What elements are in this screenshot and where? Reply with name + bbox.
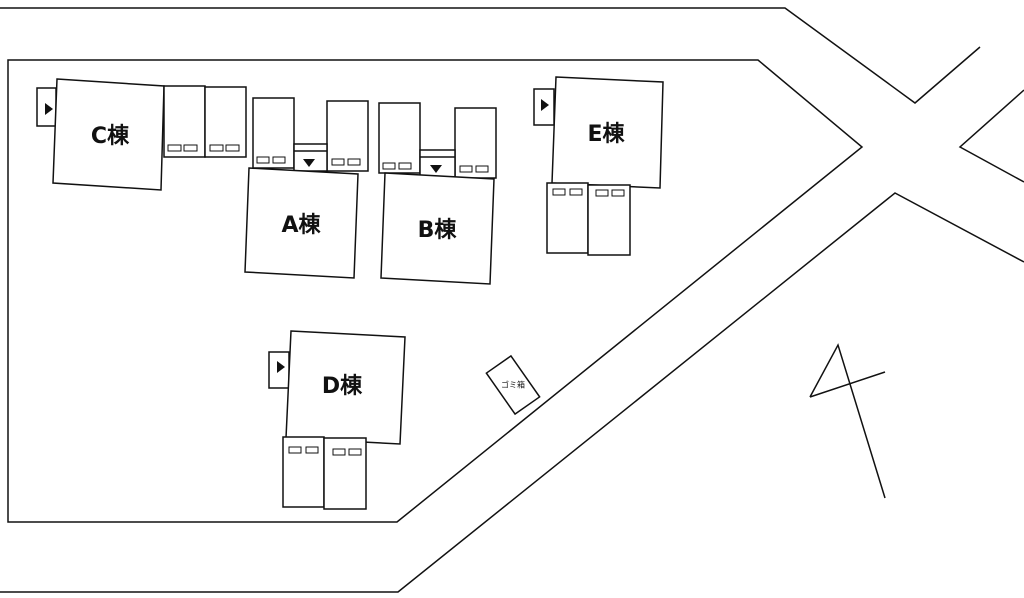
window [382, 162, 396, 170]
window [167, 144, 182, 152]
building-d-label: D棟 [322, 373, 363, 399]
window [256, 156, 270, 164]
window [611, 189, 625, 197]
window [552, 188, 566, 196]
building-b-body [380, 172, 495, 285]
play-arrow-icon [45, 103, 53, 115]
building-a-body [244, 167, 359, 279]
window [305, 446, 319, 454]
building-a-unit-left [252, 97, 295, 169]
building-a: A棟 [244, 97, 369, 279]
down-arrow-icon [303, 159, 315, 167]
building-c-label: C棟 [91, 123, 130, 149]
window [209, 144, 224, 152]
building-b-unit-left [378, 102, 421, 174]
road-top-edge [0, 7, 981, 104]
building-e-unit-2 [587, 184, 631, 256]
building-a-entrance [293, 143, 328, 172]
play-arrow-icon [277, 361, 285, 373]
window [225, 144, 240, 152]
window [347, 158, 361, 166]
window [398, 162, 412, 170]
north-arrow-icon [809, 343, 886, 499]
window [475, 165, 489, 173]
window [272, 156, 286, 164]
site-boundary [7, 59, 864, 523]
building-e: E棟 [533, 76, 664, 256]
building-e-body [551, 76, 664, 189]
building-e-label: E棟 [587, 121, 625, 147]
building-d-body [285, 330, 406, 445]
building-a-label: A棟 [281, 212, 321, 238]
building-c-body [52, 78, 165, 191]
building-b-label: B棟 [418, 217, 458, 243]
window [569, 188, 583, 196]
down-arrow-icon [430, 165, 442, 173]
window [348, 448, 362, 456]
trash-box: ゴミ箱 [485, 354, 541, 416]
building-b-entrance [419, 149, 456, 178]
window [459, 165, 473, 173]
trash-box-label: ゴミ箱 [501, 380, 525, 390]
roads [0, 7, 1024, 593]
window [331, 158, 345, 166]
building-b: B棟 [378, 102, 497, 285]
window [183, 144, 198, 152]
window [288, 446, 302, 454]
building-d: D棟 [268, 330, 406, 510]
window [595, 189, 609, 197]
building-c: C棟 [36, 78, 247, 191]
road-right-wedge [958, 89, 1024, 183]
window [332, 448, 346, 456]
road-bottom-edge [0, 192, 1024, 593]
play-arrow-icon [541, 99, 549, 111]
